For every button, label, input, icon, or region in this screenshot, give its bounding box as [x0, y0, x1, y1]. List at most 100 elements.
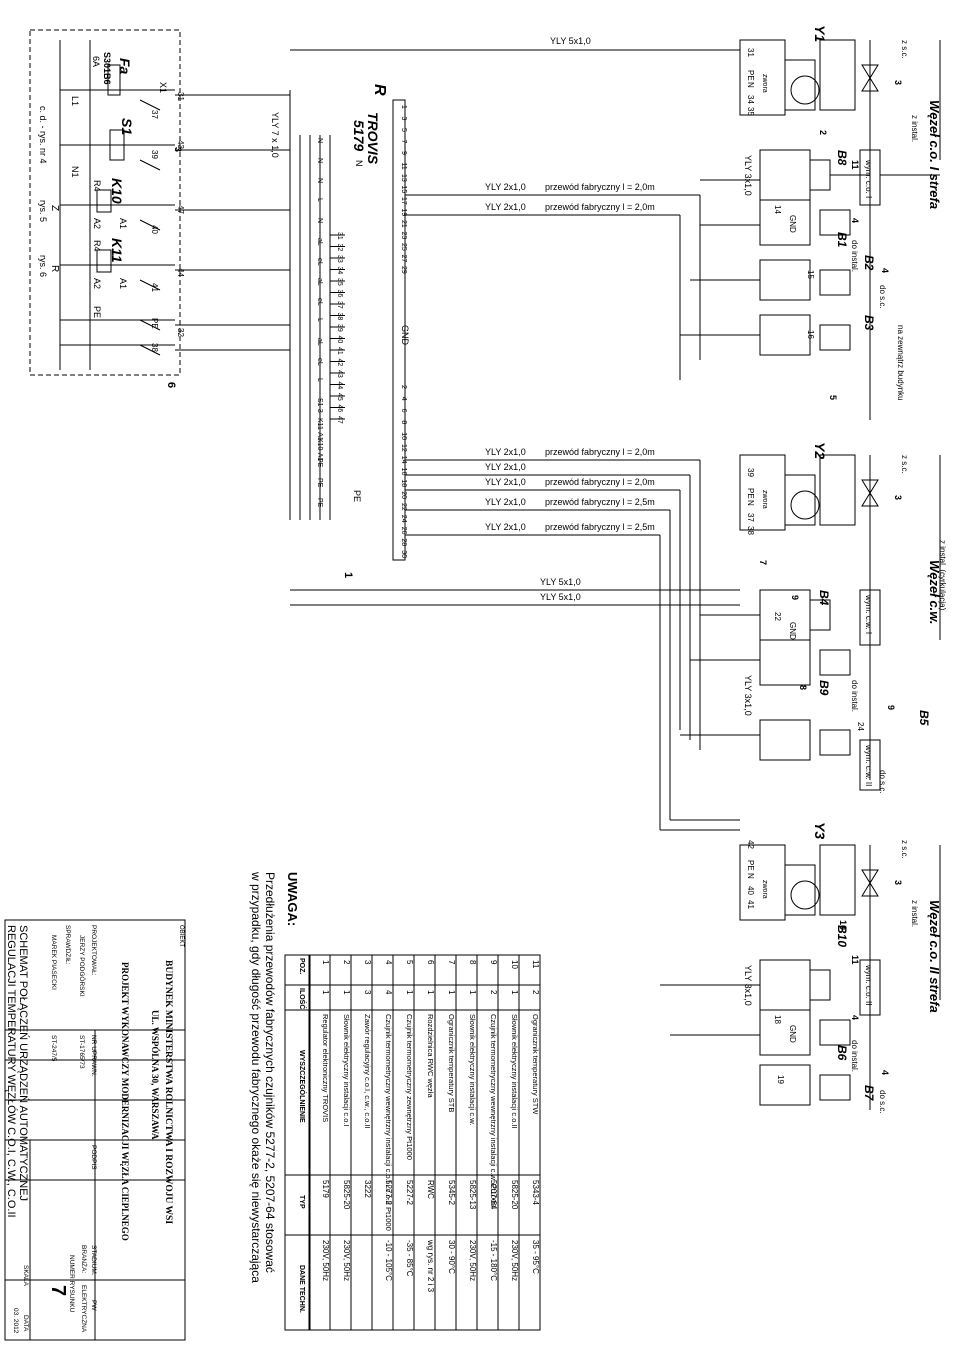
sensor-b2: B2 — [862, 255, 876, 271]
table-cell-typ: 5343-4 — [531, 1180, 540, 1205]
controller-terminal: 36 — [336, 290, 343, 298]
table-cell-ilosc: 1 — [510, 990, 519, 995]
controller-terminal: 21 — [400, 220, 407, 228]
table-cell-dane: 30 - 90°C — [447, 1240, 456, 1274]
table-cell-dane: 35 - 95°C — [531, 1240, 540, 1274]
group-terminal: 31 — [746, 48, 755, 57]
controller-model: 5179 — [351, 120, 367, 151]
wym-cw: wym. c.w. I — [864, 594, 873, 634]
controller-terminal: 28 — [400, 538, 407, 546]
controller-terminal: 40 — [336, 336, 343, 344]
sensor-b4: B4 — [817, 590, 831, 606]
cable-yly2-c: YLY 2x1,0 — [485, 447, 526, 457]
zwora-3: zwora — [761, 880, 768, 899]
fa-rating: 6A — [91, 56, 101, 67]
table-cell-ilosc: 1 — [342, 990, 351, 995]
controller-wire-label: K11-A1 — [316, 418, 323, 441]
controller-terminal: 44 — [336, 382, 343, 390]
sensor-b3: B3 — [862, 315, 876, 331]
wym-cw-i-box — [859, 589, 881, 646]
zwora-2: zwora — [761, 490, 768, 509]
tb-stadium-val: PW — [90, 1300, 97, 1311]
mark-number: 4 — [850, 218, 860, 223]
na-zewn: na zewnątrz budynku — [896, 325, 905, 401]
sensor-b1: B1 — [835, 232, 849, 248]
zwora-1: zwora — [761, 74, 768, 93]
group-terminal: PE — [746, 860, 755, 871]
table-cell-desc: Czujnik termometryczny wewnętrzny instal… — [489, 1014, 498, 1207]
controller-terminal: 23 — [400, 232, 407, 240]
tb-sprawdzil: SPRAWDZIŁ: — [64, 925, 71, 965]
a2-a: A2 — [92, 218, 102, 229]
controller-terminal: 3 — [400, 117, 407, 121]
group-terminal: 35 — [746, 107, 755, 116]
table-cell-poz: 10 — [510, 960, 519, 969]
table-cell-desc: Czujnik termometryczny zewnętrzny Pt1000 — [405, 1014, 414, 1160]
controller-wire-label: aL — [316, 278, 323, 286]
fab-e: przewód fabryczny l = 2,5m — [545, 497, 655, 507]
controller-ref: R — [371, 84, 388, 96]
tb-nr-rys: NUMER RYSUNKU — [68, 1255, 75, 1313]
table-cell-dane: 230V, 50Hz — [321, 1240, 330, 1281]
controller-terminal: 32 — [336, 244, 343, 252]
controller-terminal: 12 — [400, 444, 407, 452]
tb-podpis: PODPIS — [90, 1145, 97, 1170]
mark-number: 4 — [850, 1015, 860, 1020]
controller-terminal: 6 — [400, 409, 407, 413]
cable-yly5-top: YLY 5x1,0 — [550, 36, 591, 46]
sensor-b9: B9 — [817, 680, 831, 696]
table-cell-dane: 230V, 50Hz — [342, 1240, 351, 1281]
group-terminal: 19 — [776, 1075, 785, 1084]
controller-wire-label: PE — [316, 498, 323, 508]
table-cell-ilosc: 3 — [363, 990, 372, 995]
r4-b: R4 — [92, 240, 102, 252]
sensor-b7: B7 — [862, 1085, 876, 1102]
controller-gnd: GND — [400, 325, 410, 346]
mark-number: 4 — [880, 1070, 890, 1075]
controller-wire-label: N — [316, 178, 323, 183]
group-terminal: GND — [788, 622, 797, 640]
rys6: rys. 6 — [38, 255, 48, 277]
doinstal-1: do instal. — [850, 240, 859, 272]
table-cell-ilosc: 1 — [447, 990, 456, 995]
tb-projektowal: PROJEKTOWAŁ: — [90, 925, 97, 976]
controller-terminal: 31 — [336, 232, 343, 240]
group-terminal: 14 — [773, 205, 782, 214]
controller-terminal: 16 — [400, 468, 407, 476]
group-terminal: 41 — [746, 900, 755, 909]
cable-yly2-f: YLY 2x1,0 — [485, 497, 526, 507]
controller-wire-label: PE — [316, 478, 323, 488]
controller-terminal: 39 — [336, 324, 343, 332]
wym-cw2: wym. c.w. II — [864, 744, 873, 786]
table-cell-desc: Ogranicznik temperatury STB — [447, 1014, 456, 1112]
sensor-b5: B5 — [917, 710, 931, 726]
table-cell-poz: 11 — [531, 960, 540, 969]
table-cell-poz: 9 — [489, 960, 498, 965]
table-cell-typ: 5179 — [321, 1180, 330, 1198]
table-cell-typ: 5345-2 — [447, 1180, 456, 1205]
controller-wire-label: eL — [316, 298, 323, 306]
left-terminal-x: 37 — [150, 110, 159, 119]
controller-terminal: 7 — [400, 140, 407, 144]
zinstal-1: z instal. — [910, 115, 919, 142]
table-header-dane: DANE TECHN. — [298, 1265, 305, 1313]
valve-y1: Y1 — [812, 25, 828, 42]
valve-y3: Y3 — [812, 822, 828, 839]
group-terminal: N — [746, 500, 755, 506]
left-terminal-top: 31 — [176, 92, 185, 101]
tb-data-val: 03. 2012 — [12, 1308, 19, 1334]
table-cell-ilosc: 4 — [384, 990, 393, 995]
controller-terminal: 47 — [336, 416, 343, 424]
mark-number: 10 — [838, 920, 848, 930]
table-cell-desc: Słownik elektryczny instalacji c.o.II — [510, 1014, 519, 1129]
mark-number: 9 — [886, 705, 896, 710]
valve-y2: Y2 — [812, 442, 828, 459]
left-terminal-top: 43 — [176, 140, 185, 149]
tb-nr-upr: NR UPRAWN. — [90, 1035, 97, 1077]
controller-terminal: 27 — [400, 255, 407, 263]
controller-terminal: 8 — [400, 420, 407, 424]
controller-terminal: 1 — [400, 105, 407, 109]
group-terminal: 42 — [746, 840, 755, 849]
group-terminal: 15 — [806, 270, 815, 279]
table-cell-poz: 4 — [384, 960, 393, 965]
